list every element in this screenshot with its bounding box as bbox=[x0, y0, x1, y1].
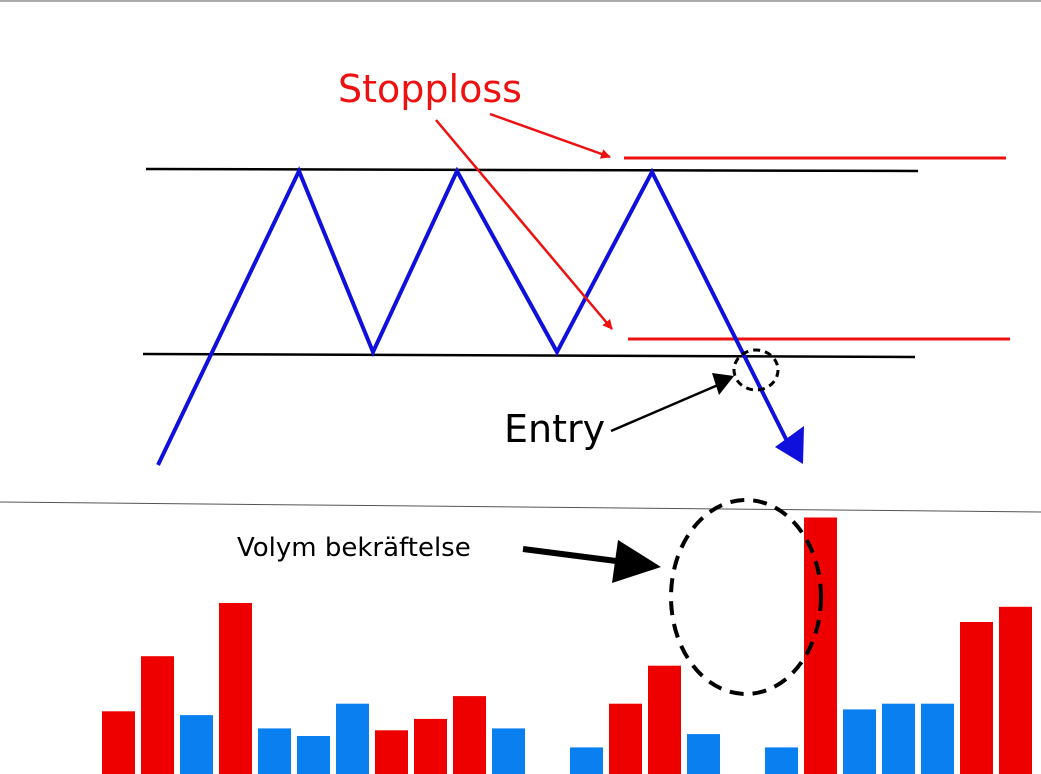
volume-bar-6 bbox=[297, 736, 330, 774]
resistance-line bbox=[145, 167, 919, 173]
entry-arrowhead bbox=[712, 373, 734, 395]
volume-confirmation-label: Volym bekräftelse bbox=[237, 533, 471, 563]
entry-label: Entry bbox=[504, 407, 605, 451]
volume-arrowhead bbox=[612, 540, 661, 583]
volume-bar-18 bbox=[765, 747, 798, 774]
volume-bar-15 bbox=[648, 665, 681, 774]
volume-bar-16 bbox=[687, 734, 720, 774]
volume-bar-8 bbox=[375, 730, 408, 774]
volume-bar-2 bbox=[141, 656, 174, 774]
volume-highlight-circle bbox=[669, 498, 823, 696]
volume-bar-13 bbox=[570, 747, 603, 774]
volume-bar-1 bbox=[102, 711, 135, 774]
volume-bar-11 bbox=[492, 728, 525, 774]
support-line bbox=[142, 352, 916, 359]
volume-bar-7 bbox=[336, 703, 369, 774]
volume-bar-14 bbox=[609, 703, 642, 774]
volume-bar-20 bbox=[843, 709, 876, 774]
panel-divider-line bbox=[0, 501, 1041, 513]
stoploss-arrow-upper bbox=[489, 112, 611, 159]
volume-bar-23 bbox=[960, 622, 993, 774]
volume-bar-10 bbox=[453, 696, 486, 774]
entry-highlight-circle bbox=[732, 348, 780, 392]
volume-bar-22 bbox=[921, 703, 954, 774]
entry-arrow bbox=[610, 383, 719, 433]
volume-bar-24 bbox=[999, 606, 1032, 774]
price-path bbox=[156, 166, 791, 466]
volume-bar-21 bbox=[882, 703, 915, 774]
stoploss-arrow-lower bbox=[435, 119, 613, 330]
volume-bar-9 bbox=[414, 718, 447, 774]
volume-arrow bbox=[522, 546, 625, 565]
stoploss-label: Stopploss bbox=[338, 67, 522, 111]
volume-bar-4 bbox=[219, 603, 252, 774]
volume-bar-3 bbox=[180, 715, 213, 774]
volume-bars bbox=[102, 517, 1032, 774]
price-direction-arrowhead bbox=[775, 426, 804, 464]
volume-bar-5 bbox=[258, 728, 291, 774]
